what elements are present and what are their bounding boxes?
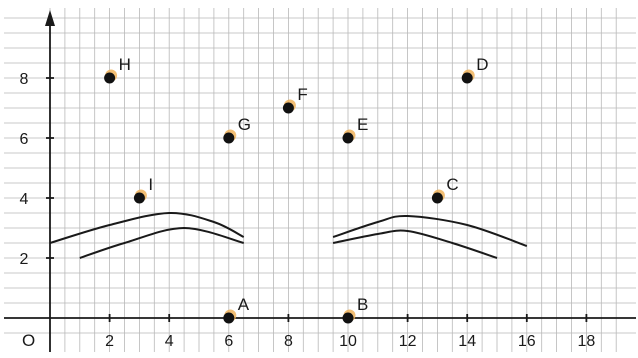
x-tick-label: 6 — [224, 333, 233, 350]
point-I — [133, 192, 145, 204]
curve-left-lower — [79, 226, 244, 259]
x-tick-label: 14 — [458, 333, 476, 350]
y-tick-label: 8 — [20, 71, 29, 88]
x-tick-label: 2 — [105, 333, 114, 350]
point-E — [342, 132, 354, 144]
y-axis-arrow — [45, 10, 55, 26]
point-label-G: G — [238, 115, 251, 134]
points: A B C D E F G H I — [104, 55, 488, 324]
curve-right-upper — [332, 214, 528, 247]
point-C — [431, 192, 443, 204]
origin-label: O — [22, 331, 35, 350]
tick-labels: 2 4 6 8 10 12 14 16 18 2 4 6 8 — [20, 71, 596, 350]
x-tick-label: 16 — [518, 333, 536, 350]
point-label-I: I — [148, 175, 153, 194]
point-D — [461, 72, 473, 84]
curve-left-upper — [49, 211, 245, 244]
point-label-D: D — [476, 55, 488, 74]
point-H — [104, 72, 116, 84]
y-tick-label: 6 — [20, 131, 29, 148]
point-F — [282, 102, 294, 114]
point-label-A: A — [238, 295, 250, 314]
point-label-E: E — [357, 115, 368, 134]
x-tick-label: 12 — [399, 333, 417, 350]
y-tick-label: 2 — [20, 251, 29, 268]
point-label-B: B — [357, 295, 368, 314]
point-label-C: C — [446, 175, 458, 194]
curves — [49, 211, 528, 259]
x-tick-label: 18 — [578, 333, 596, 350]
point-G — [223, 132, 235, 144]
x-tick-label: 4 — [165, 333, 174, 350]
point-A — [223, 312, 235, 324]
y-tick-label: 4 — [20, 191, 29, 208]
point-B — [342, 312, 354, 324]
x-tick-label: 8 — [284, 333, 293, 350]
grid — [4, 8, 636, 352]
axes: O — [4, 10, 636, 352]
x-tick-label: 10 — [339, 333, 357, 350]
point-label-H: H — [119, 55, 131, 74]
point-label-F: F — [297, 85, 307, 104]
curve-right-lower — [332, 229, 498, 259]
